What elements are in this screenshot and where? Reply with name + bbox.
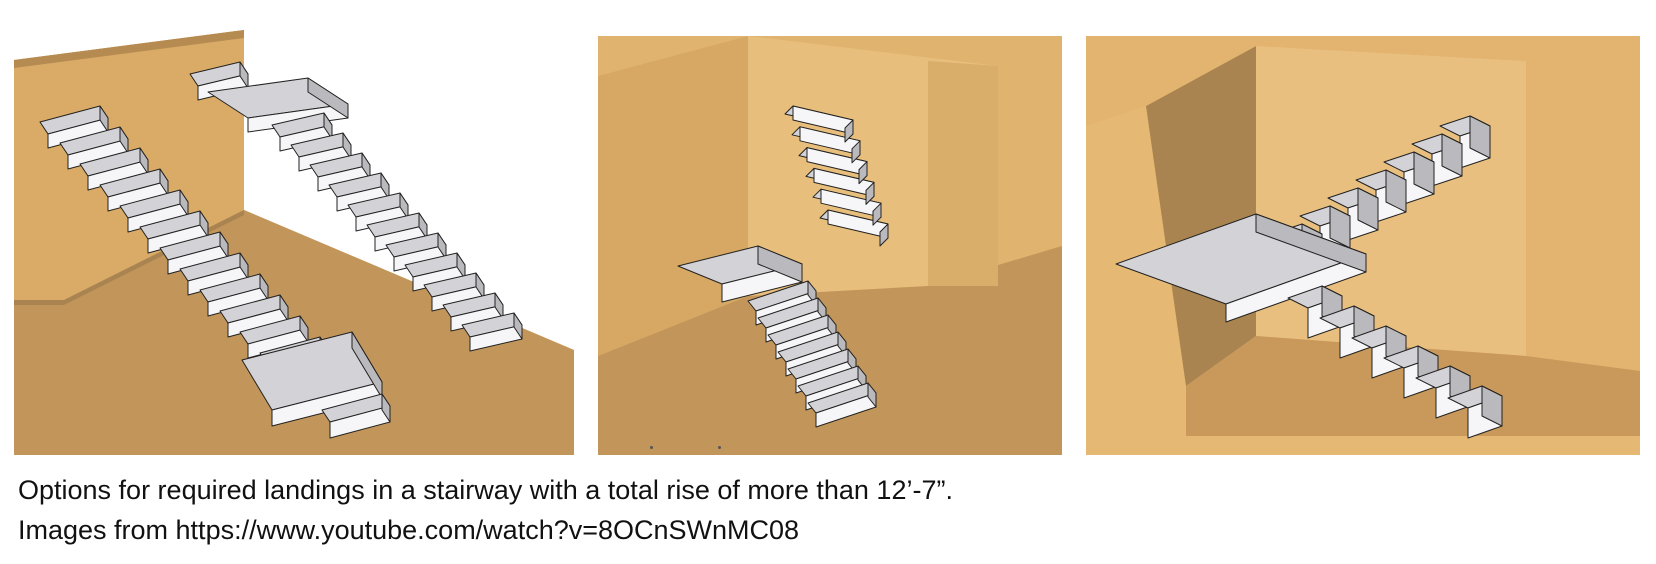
lower-stair-flight xyxy=(39,105,391,439)
caption-line-1: Options for required landings in a stair… xyxy=(18,475,953,505)
stair-illustration-switchback xyxy=(1086,36,1640,455)
turning-stair xyxy=(677,105,889,428)
caption-line-2: Images from https://www.youtube.com/watc… xyxy=(18,515,800,545)
stair-straight-run-landing-icon xyxy=(14,30,574,455)
figure-caption: Options for required landings in a stair… xyxy=(18,470,1618,550)
stair-quarter-turn-landing-icon xyxy=(598,36,1062,455)
stair-illustration-straight-with-landing xyxy=(14,30,574,455)
stair-half-turn-landing-icon xyxy=(1086,36,1640,455)
stair-illustration-turn-with-landing xyxy=(598,36,1062,455)
upper-stair-flight xyxy=(189,61,523,352)
switchback-stair xyxy=(1115,115,1503,439)
